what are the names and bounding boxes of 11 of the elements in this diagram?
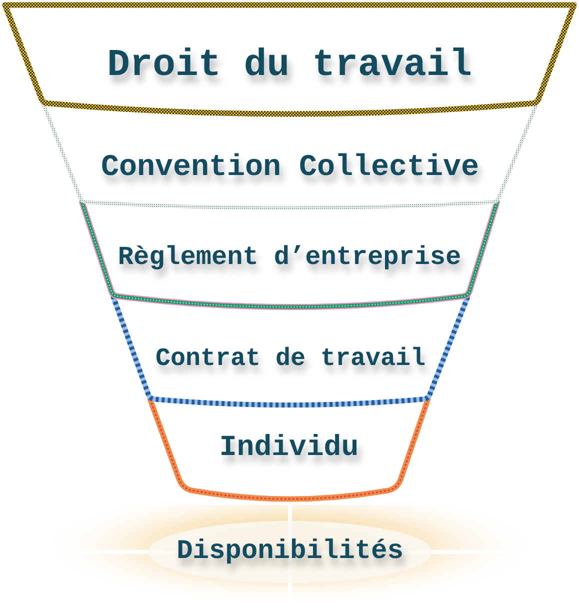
- band-label: Individu: [219, 432, 359, 462]
- band-label: Droit du travail: [107, 47, 472, 85]
- funnel-band: [110, 293, 471, 408]
- band-label: Règlement d’entreprise: [118, 244, 462, 270]
- funnel-band: [79, 199, 500, 310]
- band-label: Contrat de travail: [155, 346, 426, 370]
- base-ellipse: [148, 521, 432, 583]
- funnel-band: [147, 396, 431, 502]
- funnel-band: [2, 2, 577, 117]
- base-label: Disponibilités: [176, 538, 404, 566]
- band-label: Convention Collective: [100, 153, 480, 183]
